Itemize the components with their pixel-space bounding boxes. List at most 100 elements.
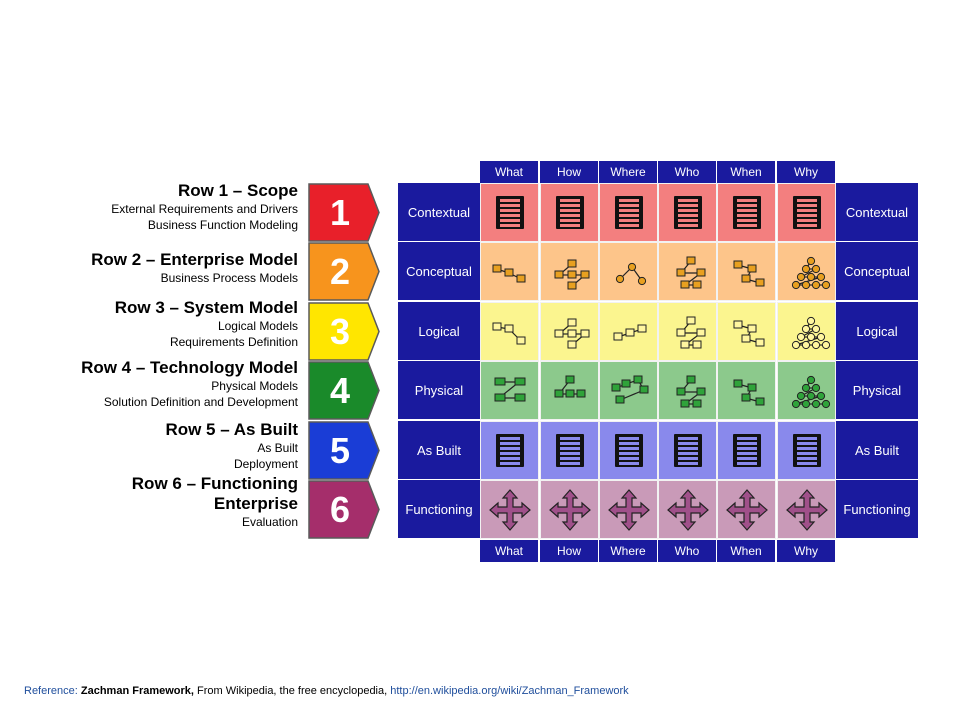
- stack-icon: [615, 195, 643, 229]
- cell-1-why: [777, 183, 836, 242]
- cell-2-what: [480, 242, 539, 301]
- row-label-left-physical: Physical: [398, 361, 480, 419]
- reference-link[interactable]: http://en.wikipedia.org/wiki/Zachman_Fra…: [390, 685, 629, 697]
- move-icon: [667, 488, 709, 531]
- column-header-where: Where: [599, 161, 657, 183]
- cell-6-when: [717, 480, 776, 539]
- row-subtitle: As Built: [257, 441, 298, 455]
- badge-arrow-shape: [308, 183, 380, 242]
- column-header-what: What: [480, 161, 538, 183]
- cell-3-where: [599, 302, 658, 361]
- cell-6-why: [777, 480, 836, 539]
- cell-1-how: [540, 183, 599, 242]
- row-number-badge-4: 4: [308, 361, 380, 420]
- physical-icon: [733, 379, 765, 405]
- cell-4-who: [658, 361, 717, 420]
- column-footer-what: What: [480, 540, 538, 562]
- cell-6-what: [480, 480, 539, 539]
- reference-label: Reference:: [24, 685, 78, 697]
- cell-1-where: [599, 183, 658, 242]
- cell-6-how: [540, 480, 599, 539]
- physical-icon: [791, 375, 831, 408]
- process-icon: [615, 262, 647, 285]
- cell-5-what: [480, 421, 539, 480]
- stack-icon: [556, 433, 584, 467]
- row-number-badge-1: 1: [308, 183, 380, 242]
- logical-icon: [676, 316, 706, 348]
- process-icon: [733, 260, 765, 286]
- stack-icon: [615, 433, 643, 467]
- row-title: Row 3 – System Model: [114, 298, 298, 317]
- row-number: 2: [329, 251, 351, 292]
- move-icon: [608, 488, 650, 531]
- process-icon: [554, 259, 590, 289]
- row-title-cont: Enterprise: [213, 494, 298, 513]
- move-icon: [489, 488, 531, 531]
- cell-2-when: [717, 242, 776, 301]
- column-footer-why: Why: [777, 540, 835, 562]
- row-number: 5: [329, 430, 351, 471]
- move-icon: [786, 488, 828, 531]
- row-label-right-contextual: Contextual: [836, 183, 918, 241]
- cell-3-how: [540, 302, 599, 361]
- column-header-why: Why: [777, 161, 835, 183]
- row-number: 6: [329, 489, 351, 530]
- cell-3-what: [480, 302, 539, 361]
- cell-4-what: [480, 361, 539, 420]
- badge-arrow-shape: [308, 242, 380, 301]
- stack-icon: [793, 195, 821, 229]
- row-subtitle: Evaluation: [241, 515, 298, 529]
- physical-icon: [494, 377, 526, 401]
- column-header-who: Who: [658, 161, 716, 183]
- cell-4-when: [717, 361, 776, 420]
- cell-1-when: [717, 183, 776, 242]
- row-label-right-conceptual: Conceptual: [836, 242, 918, 300]
- cell-2-how: [540, 242, 599, 301]
- stack-icon: [674, 195, 702, 229]
- row-label-left-contextual: Contextual: [398, 183, 480, 241]
- row-subtitle: Physical Models: [211, 379, 298, 393]
- badge-arrow-shape: [308, 421, 380, 480]
- column-header-when: When: [717, 161, 775, 183]
- physical-icon: [611, 375, 649, 403]
- badge-arrow-shape: [308, 361, 380, 420]
- cell-5-where: [599, 421, 658, 480]
- move-icon: [549, 488, 591, 531]
- row-number-badge-5: 5: [308, 421, 380, 480]
- row-subtitle: Business Function Modeling: [147, 218, 298, 232]
- row-label-left-logical: Logical: [398, 302, 480, 360]
- reference-title: Zachman Framework,: [80, 685, 194, 697]
- stack-icon: [496, 195, 524, 229]
- reference-footnote: Reference: Zachman Framework, From Wikip…: [24, 685, 629, 697]
- row-number-badge-6: 6: [308, 480, 380, 539]
- process-icon: [492, 264, 526, 282]
- row-label-right-physical: Physical: [836, 361, 918, 419]
- reference-text: From Wikipedia, the free encyclopedia,: [197, 685, 388, 697]
- logical-icon: [791, 316, 831, 349]
- row-title: Row 5 – As Built: [165, 420, 298, 439]
- column-footer-how: How: [540, 540, 598, 562]
- row-number: 3: [329, 311, 351, 352]
- logical-icon: [733, 320, 765, 346]
- row-subtitle: Requirements Definition: [169, 335, 298, 349]
- column-footer-when: When: [717, 540, 775, 562]
- stack-icon: [733, 433, 761, 467]
- row-label-right-logical: Logical: [836, 302, 918, 360]
- stack-icon: [733, 195, 761, 229]
- row-subtitle: Deployment: [233, 457, 298, 471]
- logical-icon: [492, 322, 526, 344]
- row-title: Row 6 – Functioning: [131, 474, 298, 493]
- row-label-left-as-built: As Built: [398, 421, 480, 479]
- process-icon: [791, 256, 831, 289]
- cell-5-why: [777, 421, 836, 480]
- row-title: Row 2 – Enterprise Model: [91, 250, 298, 269]
- cell-4-where: [599, 361, 658, 420]
- cell-4-why: [777, 361, 836, 420]
- cell-2-where: [599, 242, 658, 301]
